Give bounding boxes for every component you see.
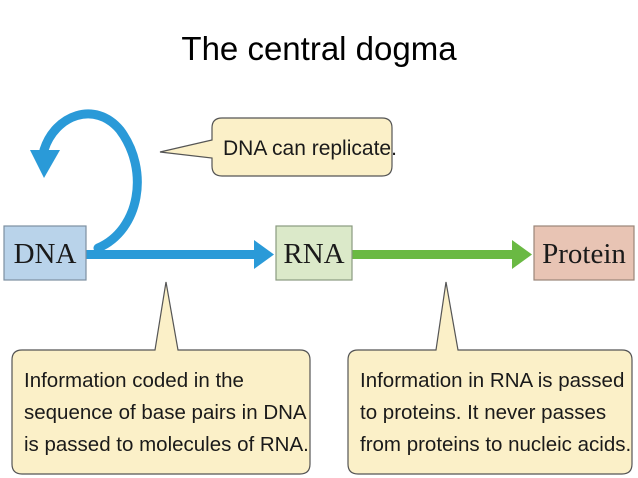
translation-line-1: Information in RNA is passed <box>360 369 624 392</box>
rna-to-protein-arrowhead <box>512 240 532 269</box>
replicate-callout: DNA can replicate. <box>159 117 397 177</box>
translation-line-3: from proteins to nucleic acids. <box>360 433 631 456</box>
dna-node: DNA <box>3 225 87 281</box>
rna-node: RNA <box>275 225 353 281</box>
dna-label: DNA <box>14 238 77 270</box>
replicate-callout-text: DNA can replicate. <box>223 137 397 160</box>
transcription-callout: Information coded in the sequence of bas… <box>11 281 311 475</box>
rna-label: RNA <box>283 238 344 270</box>
transcription-line-3: is passed to molecules of RNA. <box>24 433 309 456</box>
translation-callout: Information in RNA is passed to proteins… <box>347 281 633 475</box>
dna-to-rna-arrow-shaft <box>82 250 256 259</box>
transcription-line-1: Information coded in the <box>24 369 244 392</box>
transcription-line-2: sequence of base pairs in DNA <box>24 401 307 424</box>
rna-to-protein-arrow-shaft <box>352 250 514 259</box>
protein-label: Protein <box>542 238 626 270</box>
replication-loop-arrow <box>39 109 142 253</box>
page-title: The central dogma <box>181 30 457 67</box>
dna-to-rna-arrowhead <box>254 240 274 269</box>
protein-node: Protein <box>533 225 635 281</box>
translation-line-2: to proteins. It never passes <box>360 401 606 424</box>
replication-arrowhead <box>30 150 60 178</box>
